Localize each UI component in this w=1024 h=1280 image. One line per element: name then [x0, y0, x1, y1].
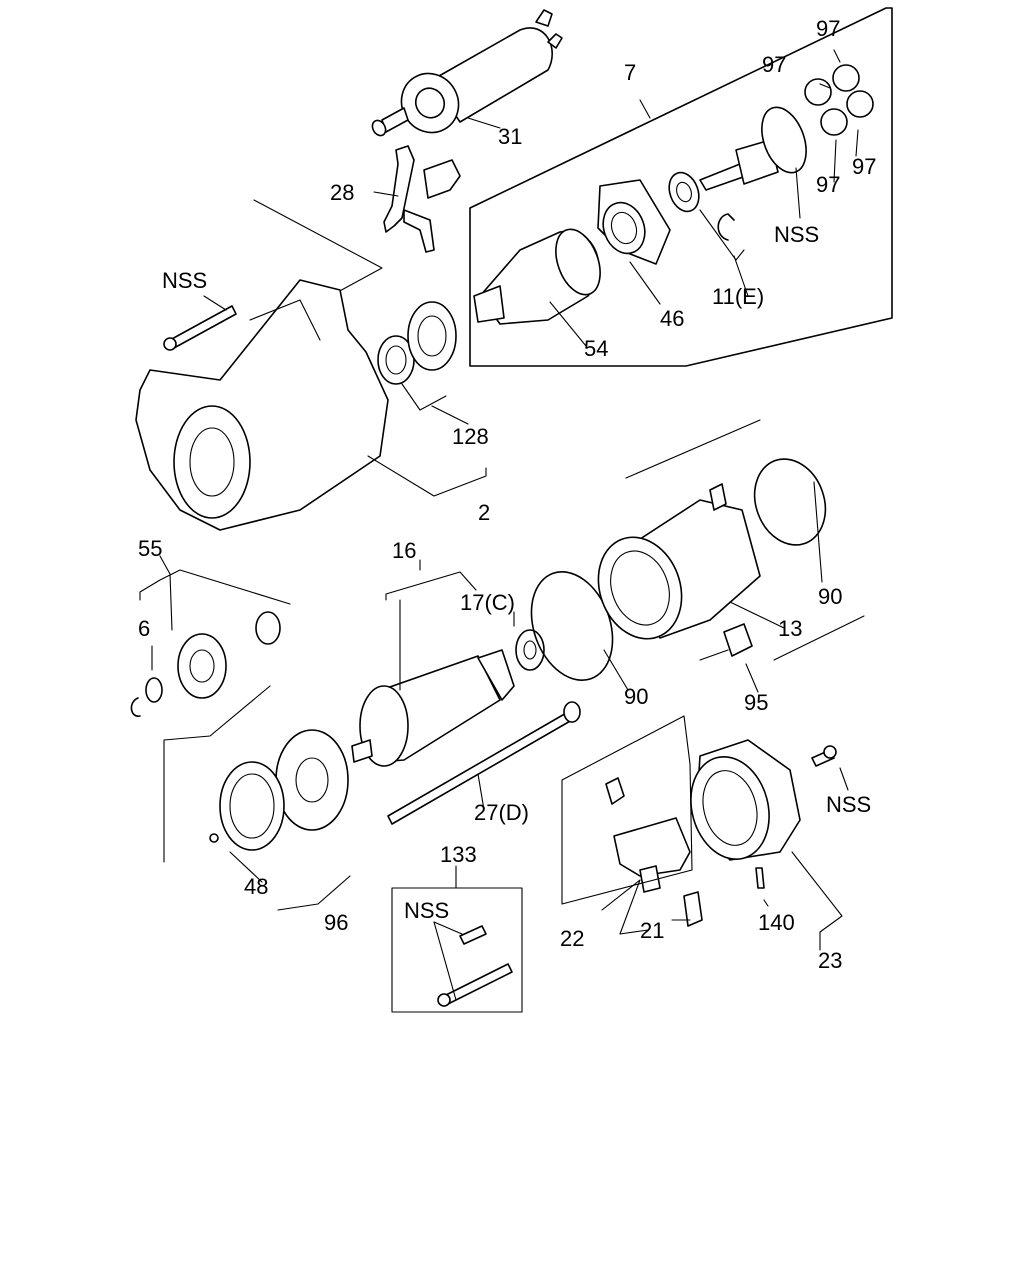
part-labels: 31 7 97 97 97 97 NSS 28 NSS 11(E) 46 54 … — [138, 16, 876, 973]
clutch-assembly-part-54 — [473, 228, 601, 325]
label-6: 6 — [138, 616, 150, 641]
gear-housing-part-46 — [597, 179, 671, 265]
front-housing-part-2 — [135, 279, 389, 531]
brush-holder-part-22 — [561, 715, 693, 905]
spring-part — [255, 611, 281, 645]
label-17c: 17(C) — [460, 590, 515, 615]
label-55: 55 — [138, 536, 162, 561]
label-nss-right: NSS — [826, 792, 871, 817]
label-95: 95 — [744, 690, 768, 715]
pin-part-95 — [699, 623, 753, 661]
label-140: 140 — [758, 910, 795, 935]
label-46: 46 — [660, 306, 684, 331]
rear-plate-part-96 — [275, 729, 349, 831]
label-97-a: 97 — [816, 16, 840, 41]
label-7: 7 — [624, 60, 636, 85]
bearing-and-seal-part-128 — [377, 301, 457, 411]
screw-part-140 — [755, 867, 765, 889]
label-16: 16 — [392, 538, 416, 563]
label-96: 96 — [324, 910, 348, 935]
o-ring-part-90-right — [753, 458, 827, 546]
label-31: 31 — [498, 124, 522, 149]
label-nss-box: NSS — [404, 898, 449, 923]
label-90-left: 90 — [624, 684, 648, 709]
label-97-d: 97 — [816, 172, 840, 197]
armature-part-16 — [351, 571, 515, 767]
label-90-right: 90 — [818, 584, 842, 609]
label-48: 48 — [244, 874, 268, 899]
brush-part-21 — [683, 891, 703, 927]
label-23: 23 — [818, 948, 842, 973]
pinion-gear-part-55 — [177, 633, 227, 699]
shift-lever-part-28 — [383, 145, 461, 253]
label-21: 21 — [640, 918, 664, 943]
retainer-part-6 — [130, 569, 291, 717]
label-97-c: 97 — [852, 154, 876, 179]
label-128: 128 — [452, 424, 489, 449]
label-27d: 27(D) — [474, 800, 529, 825]
bearing-part-17c — [515, 629, 545, 671]
bolt-set-box-part-133 — [391, 887, 523, 1013]
end-cover-part-23 — [690, 739, 801, 861]
label-nss-left: NSS — [162, 268, 207, 293]
seal-ring-part-48 — [163, 685, 285, 863]
bolt-nss-right — [811, 745, 837, 767]
label-133: 133 — [440, 842, 477, 867]
bolt-nss-left — [163, 305, 237, 351]
solenoid-part-31 — [371, 9, 563, 137]
planet-gear-shaft — [699, 106, 807, 191]
label-13: 13 — [778, 616, 802, 641]
washer-and-clip-part-11e — [668, 171, 745, 261]
label-11e: 11(E) — [712, 284, 764, 309]
through-bolt-part-27d — [387, 701, 581, 825]
label-97-b: 97 — [762, 52, 786, 77]
planet-gears-part-97 — [804, 64, 874, 136]
label-2: 2 — [478, 500, 490, 525]
label-28: 28 — [330, 180, 354, 205]
yoke-part-13 — [597, 419, 865, 661]
label-22: 22 — [560, 926, 584, 951]
leader-lines — [159, 49, 859, 1001]
label-nss-top: NSS — [774, 222, 819, 247]
label-54: 54 — [584, 336, 608, 361]
